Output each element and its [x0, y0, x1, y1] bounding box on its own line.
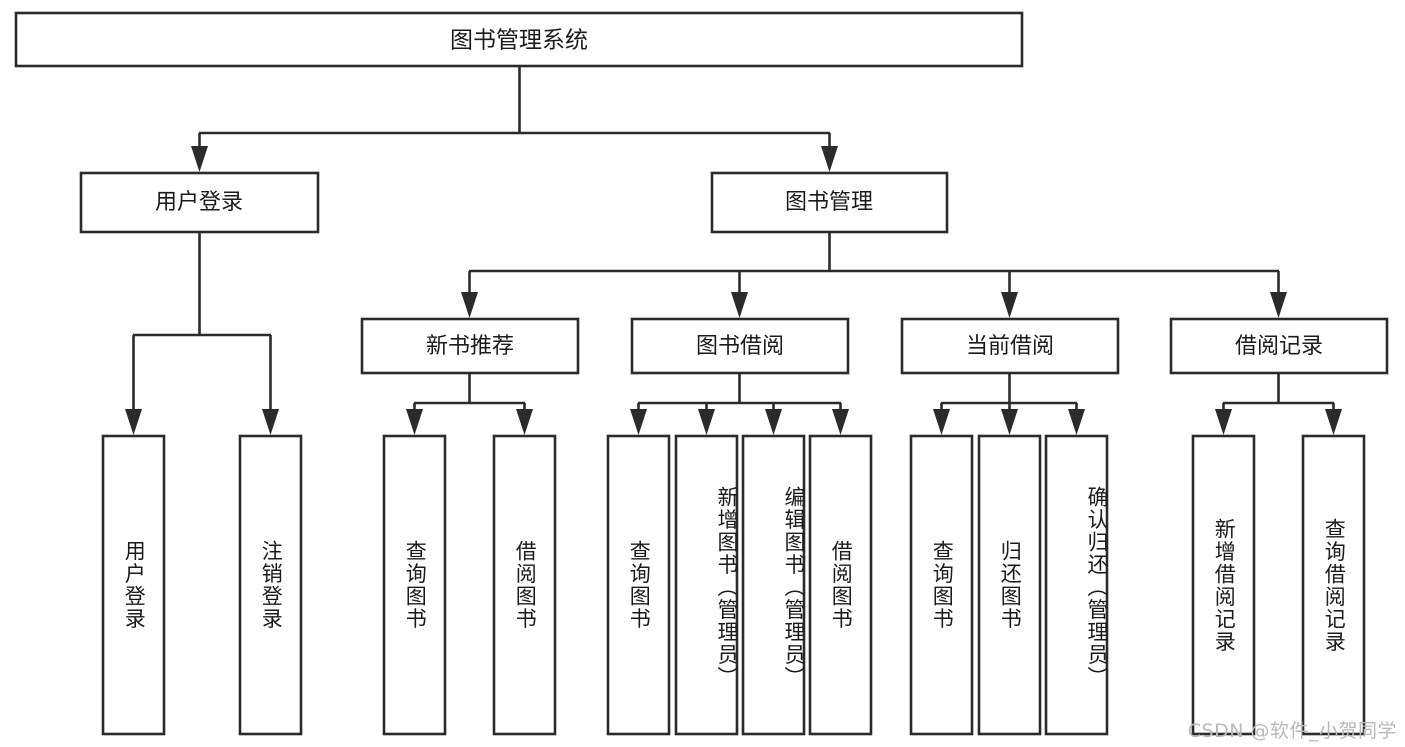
- node-root-label: 图书管理系统: [450, 28, 588, 54]
- leaf-box-bb-borrow-book[interactable]: [808, 434, 873, 736]
- node-current-borrow-label: 当前借阅: [966, 334, 1054, 359]
- node-user-login-label: 用户登录: [155, 190, 243, 215]
- watermark-text: CSDN @软件_小贺同学: [1187, 720, 1397, 742]
- node-root-box[interactable]: [14, 11, 1024, 68]
- node-user-login[interactable]: 用户登录: [79, 171, 320, 234]
- node-book-borrow[interactable]: 图书借阅: [630, 317, 850, 375]
- arrow-head-new-book: [461, 292, 478, 318]
- leaf-box-br-add-record[interactable]: [1191, 434, 1256, 736]
- arrow-head-current-borrow: [1001, 292, 1018, 318]
- arrow-head-cb-query-book: [933, 409, 950, 435]
- node-borrow-record-label: 借阅记录: [1235, 334, 1323, 359]
- node-new-book-recommend-label: 新书推荐: [426, 334, 514, 359]
- connector-group: [125, 66, 1342, 435]
- leaf-box-bb-edit-book[interactable]: [741, 434, 806, 736]
- node-book-borrow-label: 图书借阅: [696, 334, 784, 359]
- node-borrow-record[interactable]: 借阅记录: [1169, 317, 1389, 375]
- leaf-box-br-query-record[interactable]: [1301, 434, 1366, 736]
- node-user-login-box[interactable]: [79, 171, 320, 234]
- node-root[interactable]: 图书管理系统: [14, 11, 1024, 68]
- node-current-borrow[interactable]: 当前借阅: [900, 317, 1120, 375]
- leaf-box-cb-confirm-return[interactable]: [1044, 434, 1109, 736]
- arrow-head-br-add-record: [1215, 409, 1232, 435]
- node-book-management-box[interactable]: [710, 171, 949, 234]
- arrow-head-bb-edit-book: [765, 409, 782, 435]
- arrow-head-book-borrow: [731, 292, 748, 318]
- leaf-box-nb-borrow-book[interactable]: [492, 434, 557, 736]
- arrow-head-nb-query-book: [406, 409, 423, 435]
- arrow-head-cb-return-book: [1001, 409, 1018, 435]
- node-book-borrow-box[interactable]: [630, 317, 850, 375]
- arrow-head-book-mgmt: [821, 146, 838, 172]
- leaf-box-bb-add-book[interactable]: [674, 434, 739, 736]
- node-book-management-label: 图书管理: [785, 190, 873, 215]
- arrow-head-nb-borrow-book: [516, 409, 533, 435]
- arrow-head-user-login: [191, 146, 208, 172]
- arrow-head-br-query-record: [1325, 409, 1342, 435]
- arrow-head-cb-confirm-return: [1068, 409, 1085, 435]
- leaf-box-cb-query-book[interactable]: [909, 434, 974, 736]
- leaf-box-logout[interactable]: [238, 434, 303, 736]
- arrow-head-bb-query-book: [630, 409, 647, 435]
- arrow-head-borrow-record: [1270, 292, 1287, 318]
- leaf-box-bb-query-book[interactable]: [606, 434, 671, 736]
- arrow-head-leaf-user-login: [125, 409, 142, 435]
- node-new-book-recommend[interactable]: 新书推荐: [360, 317, 580, 375]
- leaf-box-nb-query-book[interactable]: [382, 434, 447, 736]
- arrow-head-bb-borrow-book: [832, 409, 849, 435]
- node-borrow-record-box[interactable]: [1169, 317, 1389, 375]
- arrow-head-leaf-logout: [262, 409, 279, 435]
- leaf-box-cb-return-book[interactable]: [977, 434, 1042, 736]
- node-new-book-recommend-box[interactable]: [360, 317, 580, 375]
- arrow-head-bb-add-book: [698, 409, 715, 435]
- node-current-borrow-box[interactable]: [900, 317, 1120, 375]
- leaf-box-group: [101, 434, 1366, 736]
- node-book-management[interactable]: 图书管理: [710, 171, 949, 234]
- leaf-box-user-login[interactable]: [101, 434, 166, 736]
